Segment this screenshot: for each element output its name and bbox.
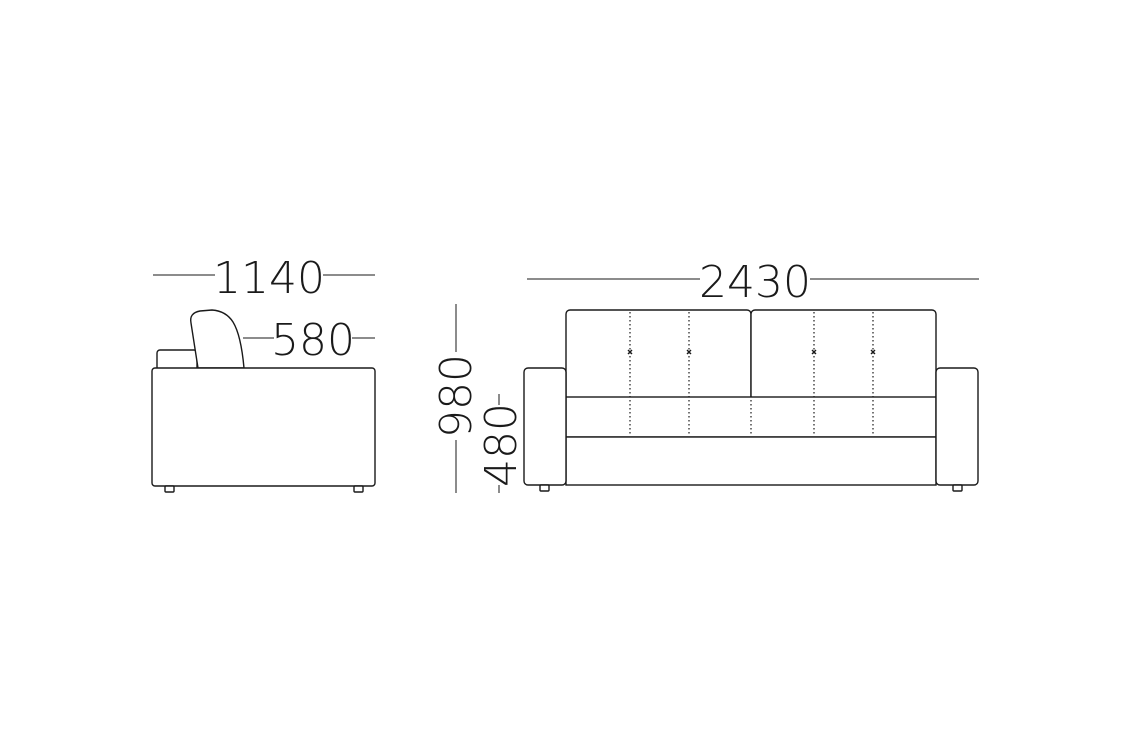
tuft-button-3 bbox=[811, 349, 817, 355]
sofa-base bbox=[565, 436, 937, 486]
front-leg-right bbox=[952, 484, 963, 492]
height-dimensions: 980 480 bbox=[431, 304, 527, 493]
front-leg-left bbox=[539, 484, 550, 492]
tuft-button-2 bbox=[686, 349, 692, 355]
side-view: 1140 580 bbox=[151, 253, 376, 493]
seat-depth-label: 580 bbox=[271, 315, 355, 366]
side-body bbox=[151, 367, 376, 487]
tuft-buttons bbox=[627, 349, 876, 355]
seat-height-label: 480 bbox=[476, 403, 527, 487]
back-cushion-left bbox=[565, 309, 752, 401]
side-depth-label: 1140 bbox=[213, 253, 325, 304]
front-view: 2430 bbox=[523, 257, 979, 492]
back-cushion-right bbox=[750, 309, 937, 401]
side-leg-right bbox=[353, 485, 364, 493]
overall-height-label: 980 bbox=[431, 354, 482, 438]
tuft-button-1 bbox=[627, 349, 633, 355]
side-leg-left bbox=[164, 485, 175, 493]
side-back-cushion bbox=[190, 309, 245, 369]
arm-left bbox=[523, 367, 567, 486]
tuft-button-4 bbox=[870, 349, 876, 355]
overall-width-label: 2430 bbox=[699, 257, 811, 308]
arm-right bbox=[935, 367, 979, 486]
side-arm-cushion bbox=[156, 349, 198, 371]
